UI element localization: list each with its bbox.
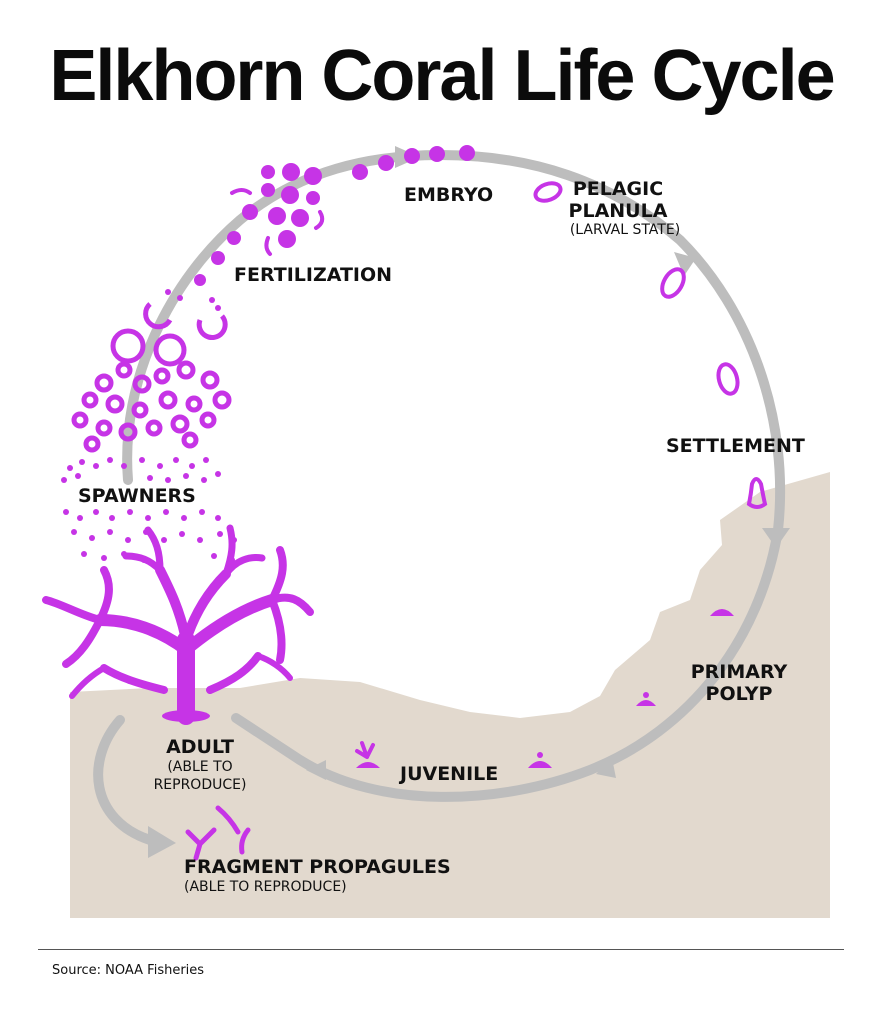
spawn-particles <box>61 289 237 563</box>
fragment-arrow-path <box>93 715 155 845</box>
cycle-arrow-path <box>122 149 786 802</box>
arrowhead-polyp <box>596 758 616 778</box>
footer-divider <box>38 949 844 950</box>
label-primary-polyp: PRIMARY POLYP <box>684 661 794 705</box>
label-primary: PRIMARY <box>690 661 788 683</box>
fragment-pieces <box>185 805 251 861</box>
arrowhead-settlement <box>762 528 790 548</box>
page-title: Elkhorn Coral Life Cycle <box>49 36 835 116</box>
label-adult-note: (ABLE TO REPRODUCE) <box>140 758 260 794</box>
seafloor <box>70 472 830 918</box>
label-polyp: POLYP <box>705 683 773 705</box>
fertilization-cluster <box>230 163 325 256</box>
label-fragment-propagules: FRAGMENT PROPAGULES <box>184 856 451 878</box>
coral-base <box>162 710 210 722</box>
planula-larvae <box>533 181 768 509</box>
arrowhead-fragment <box>148 826 176 858</box>
label-adult-note-line2: REPRODUCE) <box>153 777 247 793</box>
label-fertilization: FERTILIZATION <box>234 264 393 286</box>
label-larval-state: (LARVAL STATE) <box>569 222 681 238</box>
label-spawners: SPAWNERS <box>78 485 196 507</box>
polyps <box>355 609 734 768</box>
label-pelagic: PELAGIC <box>572 178 664 200</box>
label-embryo: EMBRYO <box>404 184 494 206</box>
adult-coral <box>42 524 314 725</box>
arrowhead-juvenile <box>306 760 326 780</box>
arrowhead-planula <box>674 252 696 276</box>
label-settlement: SETTLEMENT <box>666 435 805 457</box>
embryo-dots <box>194 145 475 286</box>
label-planula: PLANULA <box>568 200 668 222</box>
label-pelagic-planula: PELAGIC PLANULA <box>566 178 670 222</box>
spawned-gametes <box>71 302 232 453</box>
label-juvenile: JUVENILE <box>400 763 499 785</box>
label-adult: ADULT <box>166 736 234 758</box>
source-credit: Source: NOAA Fisheries <box>52 963 205 978</box>
label-adult-note-line1: (ABLE TO <box>167 759 233 775</box>
label-fragment-note: (ABLE TO REPRODUCE) <box>184 879 347 895</box>
